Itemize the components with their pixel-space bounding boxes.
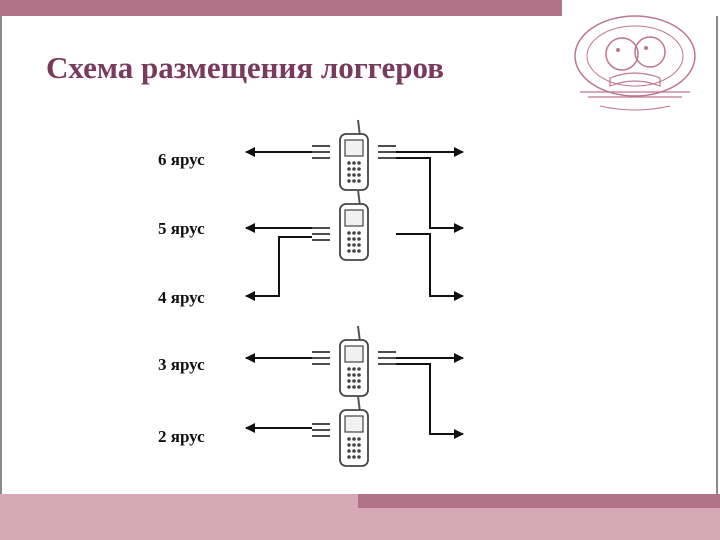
- right-arrow-tier-2: [396, 363, 464, 439]
- logger-tier-6-icon: [339, 119, 369, 191]
- logger-tier-3-icon: [339, 325, 369, 397]
- left-arrow-tier-4: [245, 236, 312, 301]
- tier-label-2: 2 ярус: [158, 427, 205, 446]
- right-frame-line: [716, 16, 718, 494]
- left-frame-line: [0, 16, 2, 494]
- library-seal-logo-icon: [574, 15, 696, 111]
- bottom-accent-bar: [358, 494, 720, 508]
- top-accent-bar: [0, 0, 562, 16]
- tier-label-5: 5 ярус: [158, 219, 205, 238]
- tier-label-6: 6 ярус: [158, 150, 205, 169]
- right-arrow-tier-5: [396, 157, 464, 233]
- slide-title: Схема размещения логгеров: [46, 50, 444, 85]
- tier-label-4: 4 ярус: [158, 288, 205, 307]
- logger-tier-2-icon: [339, 395, 369, 467]
- tier-label-3: 3 ярус: [158, 355, 205, 374]
- logger-tier-5-icon: [339, 189, 369, 261]
- right-arrow-tier-4: [396, 233, 464, 301]
